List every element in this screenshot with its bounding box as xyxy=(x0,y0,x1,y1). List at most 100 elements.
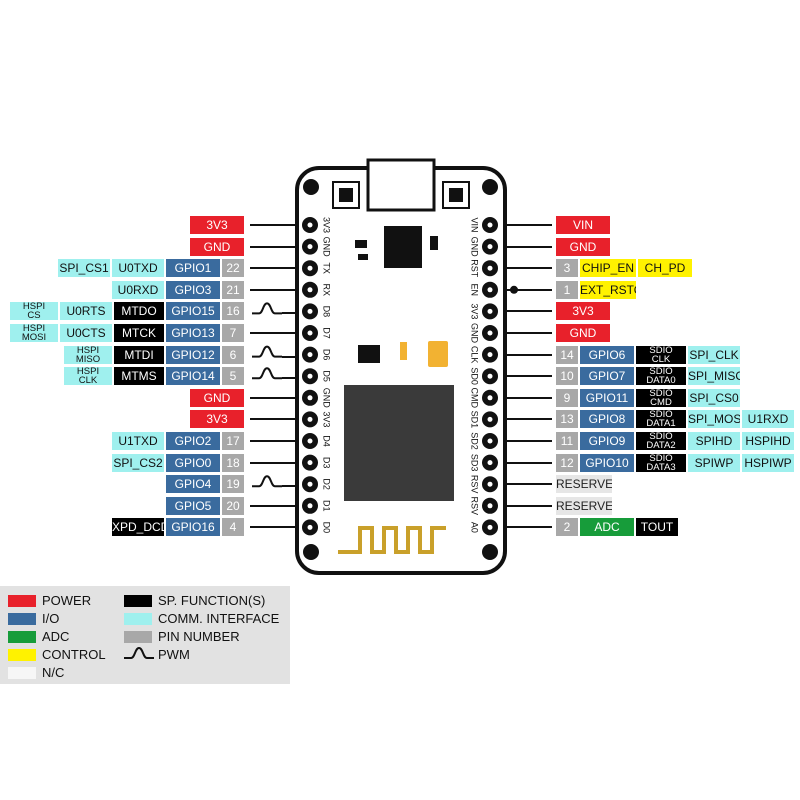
header-pin-hole-right-8 xyxy=(487,395,493,401)
pin-label: GPIO15 xyxy=(166,302,220,321)
pin-connector-line xyxy=(250,267,296,270)
header-pin-hole-right-2 xyxy=(487,265,493,271)
pin-label: U0RTS xyxy=(60,302,112,321)
pin-label: XPD_DCDC xyxy=(112,518,164,537)
pin-connector-line xyxy=(504,310,552,313)
pin-label: MTMS xyxy=(114,367,164,386)
header-pin-hole-right-4 xyxy=(487,308,493,314)
pin-label: SPI_CS0 xyxy=(688,388,740,407)
board-pin-label: D7 xyxy=(322,327,332,339)
pin-label: GPIO2 xyxy=(166,432,220,450)
pwm-icon xyxy=(124,646,154,659)
header-pin-hole-right-14 xyxy=(487,524,493,530)
pin-label: 17 xyxy=(222,432,244,450)
header-pin-hole-left-2 xyxy=(307,265,313,271)
pin-label: MTDI xyxy=(114,345,164,364)
legend-swatch-power xyxy=(8,595,36,607)
header-pin-hole-left-4 xyxy=(307,308,313,314)
pin-label: GPIO13 xyxy=(166,324,220,342)
pin-connector-line xyxy=(504,440,552,442)
pin-connector-line xyxy=(250,504,296,507)
pin-label: RESERVED xyxy=(556,475,612,494)
pin-label: GPIO0 xyxy=(166,453,220,472)
pin-label: MTCK xyxy=(114,324,164,342)
pin-label: GPIO10 xyxy=(580,453,634,472)
pin-label: HSPI CLK xyxy=(64,367,112,386)
pin-label: ADC xyxy=(580,518,634,537)
board-pin-label: D4 xyxy=(322,435,332,447)
pin-connector-line xyxy=(250,461,296,464)
pin-label: U0RXD xyxy=(112,280,164,299)
pin-label: SPI_CS2 xyxy=(112,453,164,472)
board-pin-label: D8 xyxy=(322,306,332,318)
header-pin-hole-right-7 xyxy=(487,373,493,379)
pin-label: 13 xyxy=(556,410,578,429)
header-pin-hole-left-6 xyxy=(307,352,313,358)
pin-label: 10 xyxy=(556,367,578,386)
pin-label: HSPIHD xyxy=(742,432,794,450)
pin-label: U0CTS xyxy=(60,324,112,342)
pin-connector-line xyxy=(250,526,296,529)
pin-label: 11 xyxy=(556,432,578,450)
reset-button-cap xyxy=(339,188,353,202)
pin-label: EXT_RSTO xyxy=(580,280,636,299)
pin-connector-line xyxy=(504,375,552,378)
pin-label: GPIO4 xyxy=(166,475,220,494)
pin-connector-line xyxy=(504,396,552,399)
pin-label: 21 xyxy=(222,280,244,299)
board-pin-label: D3 xyxy=(322,457,332,469)
legend-label: N/C xyxy=(42,665,65,680)
component-small-c xyxy=(430,236,438,250)
board-pin-label: CMD xyxy=(470,388,480,409)
pin-label: 3V3 xyxy=(190,410,244,429)
board-pin-label: 3V3 xyxy=(470,303,480,319)
component-small-b xyxy=(358,254,368,260)
pin-connector-line xyxy=(282,355,296,358)
flash-button-cap xyxy=(449,188,463,202)
pin-label: U1TXD xyxy=(112,432,164,450)
mount-hole-top-right xyxy=(482,179,498,195)
legend-swatch-control xyxy=(8,649,36,661)
pin-label: 5 xyxy=(222,367,244,386)
pin-label: 18 xyxy=(222,453,244,472)
header-pin-hole-right-9 xyxy=(487,416,493,422)
pwm-icon-path xyxy=(124,646,154,659)
pin-label: 22 xyxy=(222,259,244,278)
voltage-regulator xyxy=(358,345,380,363)
pin-label: SPI_CLK xyxy=(688,345,740,364)
led-indicator xyxy=(400,342,407,360)
board-pin-label: VIN xyxy=(470,217,480,232)
legend-label: PIN NUMBER xyxy=(158,629,240,644)
pin-label: SPIHD xyxy=(688,432,740,450)
header-pin-hole-left-7 xyxy=(307,373,313,379)
pin-label: 6 xyxy=(222,345,244,364)
pin-label: 3 xyxy=(556,259,578,278)
pin-label: VIN xyxy=(556,216,610,234)
board-pin-label: CLK xyxy=(470,346,480,364)
mount-hole-bottom-left xyxy=(303,544,319,560)
board-pin-label: D5 xyxy=(322,370,332,382)
pwm-icon xyxy=(252,367,282,380)
legend-label: COMM. INTERFACE xyxy=(158,611,280,626)
header-pin-hole-left-14 xyxy=(307,524,313,530)
legend-swatch-adc xyxy=(8,631,36,643)
header-pin-hole-left-9 xyxy=(307,416,313,422)
pin-label: U0TXD xyxy=(112,259,164,278)
pin-connector-line xyxy=(504,504,552,507)
pin-connector-line xyxy=(504,483,552,486)
pin-label: U1RXD xyxy=(742,410,794,429)
board-pin-label: D6 xyxy=(322,349,332,361)
pin-label: HSPI MISO xyxy=(64,345,112,364)
pin-connector-line xyxy=(282,485,296,488)
pin-label: 12 xyxy=(556,453,578,472)
pin-connector-line xyxy=(250,440,296,442)
pin-connector-line xyxy=(250,245,296,248)
header-pin-hole-left-0 xyxy=(307,222,313,228)
legend-label: ADC xyxy=(42,629,70,644)
board-pin-label: RST xyxy=(470,259,480,278)
board-pin-label: A0 xyxy=(470,522,480,533)
pin-label: GPIO7 xyxy=(580,367,634,386)
usb-connector xyxy=(366,158,436,212)
header-pin-hole-right-11 xyxy=(487,460,493,466)
legend-label: SP. FUNCTION(S) xyxy=(158,593,266,608)
